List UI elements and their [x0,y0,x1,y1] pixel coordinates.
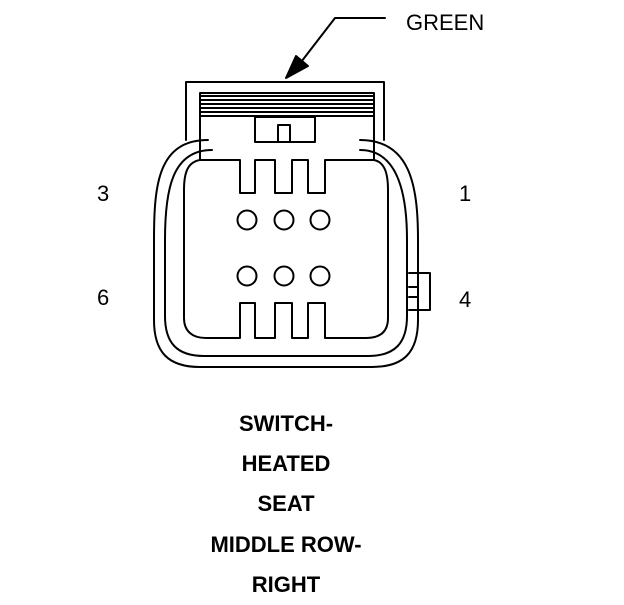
callout-leader [285,17,386,79]
pin-cavity [273,209,295,231]
title-line: MIDDLE ROW- [210,532,361,557]
inner-cavity [183,159,389,339]
pin-label-4: 4 [459,287,471,312]
title-line: HEATED [242,451,331,476]
pin-cavity [273,265,295,287]
title-line: SEAT [257,491,315,516]
pin-cavity [309,209,331,231]
pin-label-3: 3 [97,181,109,206]
title-line: RIGHT [252,572,321,597]
pin-cavity [236,265,258,287]
locking-tab [185,81,385,161]
title-line: SWITCH- [239,411,333,436]
pin-cavity [236,209,258,231]
pin-cavity [309,265,331,287]
side-latch [408,272,431,311]
pin-label-6: 6 [97,285,109,310]
pin-label-1: 1 [459,181,471,206]
callout-label: GREEN [406,10,484,35]
connector-shell [153,139,419,368]
